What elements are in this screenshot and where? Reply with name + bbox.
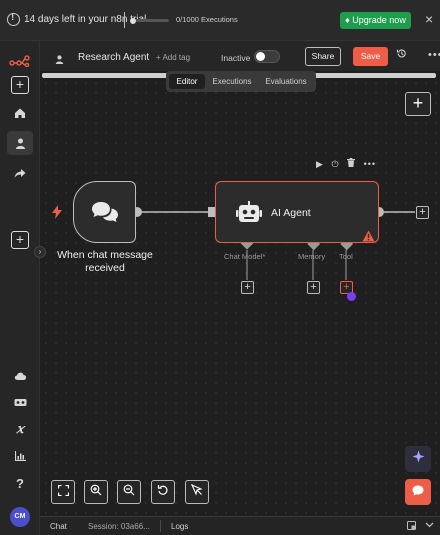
fit-view-button[interactable] — [51, 480, 75, 504]
diamond-icon: ♦ — [345, 15, 350, 25]
memory-connector-label: Memory — [298, 252, 326, 261]
tab-evaluations[interactable]: Evaluations — [265, 77, 307, 86]
workflow-canvas[interactable] — [41, 78, 440, 516]
insights-icon[interactable] — [7, 444, 33, 468]
share-button[interactable]: Share — [305, 47, 341, 66]
upgrade-label: Upgrade now — [352, 15, 406, 25]
popout-icon[interactable] — [407, 521, 416, 532]
reset-zoom-button[interactable] — [151, 480, 175, 504]
tool-connector-label: Tool — [339, 252, 353, 261]
close-banner-icon[interactable]: × — [425, 11, 434, 27]
variables-icon[interactable]: 𝑥 — [16, 421, 24, 437]
cloud-icon[interactable] — [7, 363, 33, 387]
zoom-in-icon — [90, 483, 102, 501]
banner-divider — [124, 12, 125, 28]
workflow-header: Research Agent + Add tag Inactive Share … — [40, 41, 440, 71]
chat-icon — [412, 483, 424, 501]
home-icon[interactable] — [7, 101, 33, 125]
zoom-in-button[interactable] — [84, 480, 108, 504]
open-chat-button[interactable] — [405, 479, 431, 505]
tidy-up-button[interactable] — [185, 480, 209, 504]
person-icon — [55, 51, 64, 69]
node-toolbar: ▶ ⏻ ••• — [316, 158, 376, 170]
zoom-out-icon — [123, 483, 135, 501]
trial-text: 14 days left in your n8n trial — [24, 14, 147, 25]
chat-model-connector-label: Chat Model* — [224, 252, 266, 261]
upgrade-button[interactable]: ♦ Upgrade now — [340, 12, 411, 29]
chat-bubbles-icon — [91, 201, 119, 228]
ai-assistant-button[interactable] — [405, 446, 431, 472]
chat-trigger-node[interactable] — [73, 181, 136, 243]
executions-progress — [130, 17, 169, 24]
add-icon[interactable]: + — [11, 76, 29, 94]
view-tabs: Editor Executions Evaluations — [166, 71, 316, 92]
chevron-right-icon[interactable]: › — [34, 246, 46, 258]
workflow-name[interactable]: Research Agent — [78, 52, 150, 63]
play-icon[interactable]: ▶ — [316, 159, 323, 169]
robot-icon — [236, 201, 262, 228]
logs-panel-tab[interactable]: Logs — [171, 522, 189, 531]
add-memory-button[interactable]: + — [307, 281, 320, 294]
warning-triangle-icon[interactable] — [362, 229, 375, 247]
wand-icon — [190, 483, 203, 501]
session-id: Session: 03a66... — [88, 522, 150, 531]
history-icon[interactable] — [396, 48, 407, 62]
tab-editor[interactable]: Editor — [169, 74, 205, 89]
add-output-node-button[interactable]: + — [416, 206, 429, 219]
tab-executions[interactable]: Executions — [212, 77, 252, 86]
trigger-bolt-icon — [52, 205, 62, 222]
executions-count: 0/1000 Executions — [176, 15, 238, 24]
n8n-logo-icon[interactable] — [7, 49, 33, 73]
trial-banner: 14 days left in your n8n trial 0/1000 Ex… — [0, 0, 440, 41]
sparkle-icon — [412, 450, 425, 466]
fit-view-icon — [57, 483, 69, 501]
chat-panel-tab[interactable]: Chat — [50, 522, 67, 531]
person-icon[interactable] — [7, 131, 33, 155]
active-state-label: Inactive — [221, 53, 251, 63]
add-node-button[interactable]: + — [405, 92, 431, 116]
zoom-out-button[interactable] — [117, 480, 141, 504]
connections-layer — [132, 207, 415, 280]
more-options-icon[interactable]: ••• — [428, 49, 440, 61]
trash-icon[interactable] — [347, 158, 358, 169]
templates-icon[interactable] — [7, 390, 33, 414]
active-toggle[interactable] — [254, 50, 280, 63]
chat-trigger-label: When chat message received — [57, 249, 153, 274]
executions-progress-dot — [130, 17, 136, 24]
help-icon[interactable]: ? — [16, 475, 24, 491]
collapse-panel-icon[interactable] — [425, 520, 434, 531]
ai-agent-node[interactable] — [215, 181, 379, 243]
warning-icon — [7, 12, 20, 26]
node-more-icon[interactable]: ••• — [363, 159, 377, 169]
toggle-knob — [256, 52, 265, 61]
assistant-cursor-dot — [347, 292, 356, 301]
add-tag-button[interactable]: + Add tag — [156, 53, 191, 62]
add-tool-button[interactable]: + — [340, 281, 353, 294]
power-icon[interactable]: ⏻ — [331, 159, 339, 169]
bottom-panel: Chat Session: 03a66... Logs — [40, 516, 440, 535]
main-sidebar: + + 𝑥 ? CM — [0, 41, 40, 535]
add-chat-model-button[interactable]: + — [241, 281, 254, 294]
share-icon[interactable] — [7, 161, 33, 185]
user-avatar[interactable]: CM — [10, 507, 30, 527]
panel-divider — [160, 520, 161, 532]
add-project-icon[interactable]: + — [11, 231, 29, 249]
undo-icon — [157, 483, 169, 501]
save-button[interactable]: Save — [353, 47, 388, 66]
ai-agent-label: AI Agent — [271, 207, 311, 219]
